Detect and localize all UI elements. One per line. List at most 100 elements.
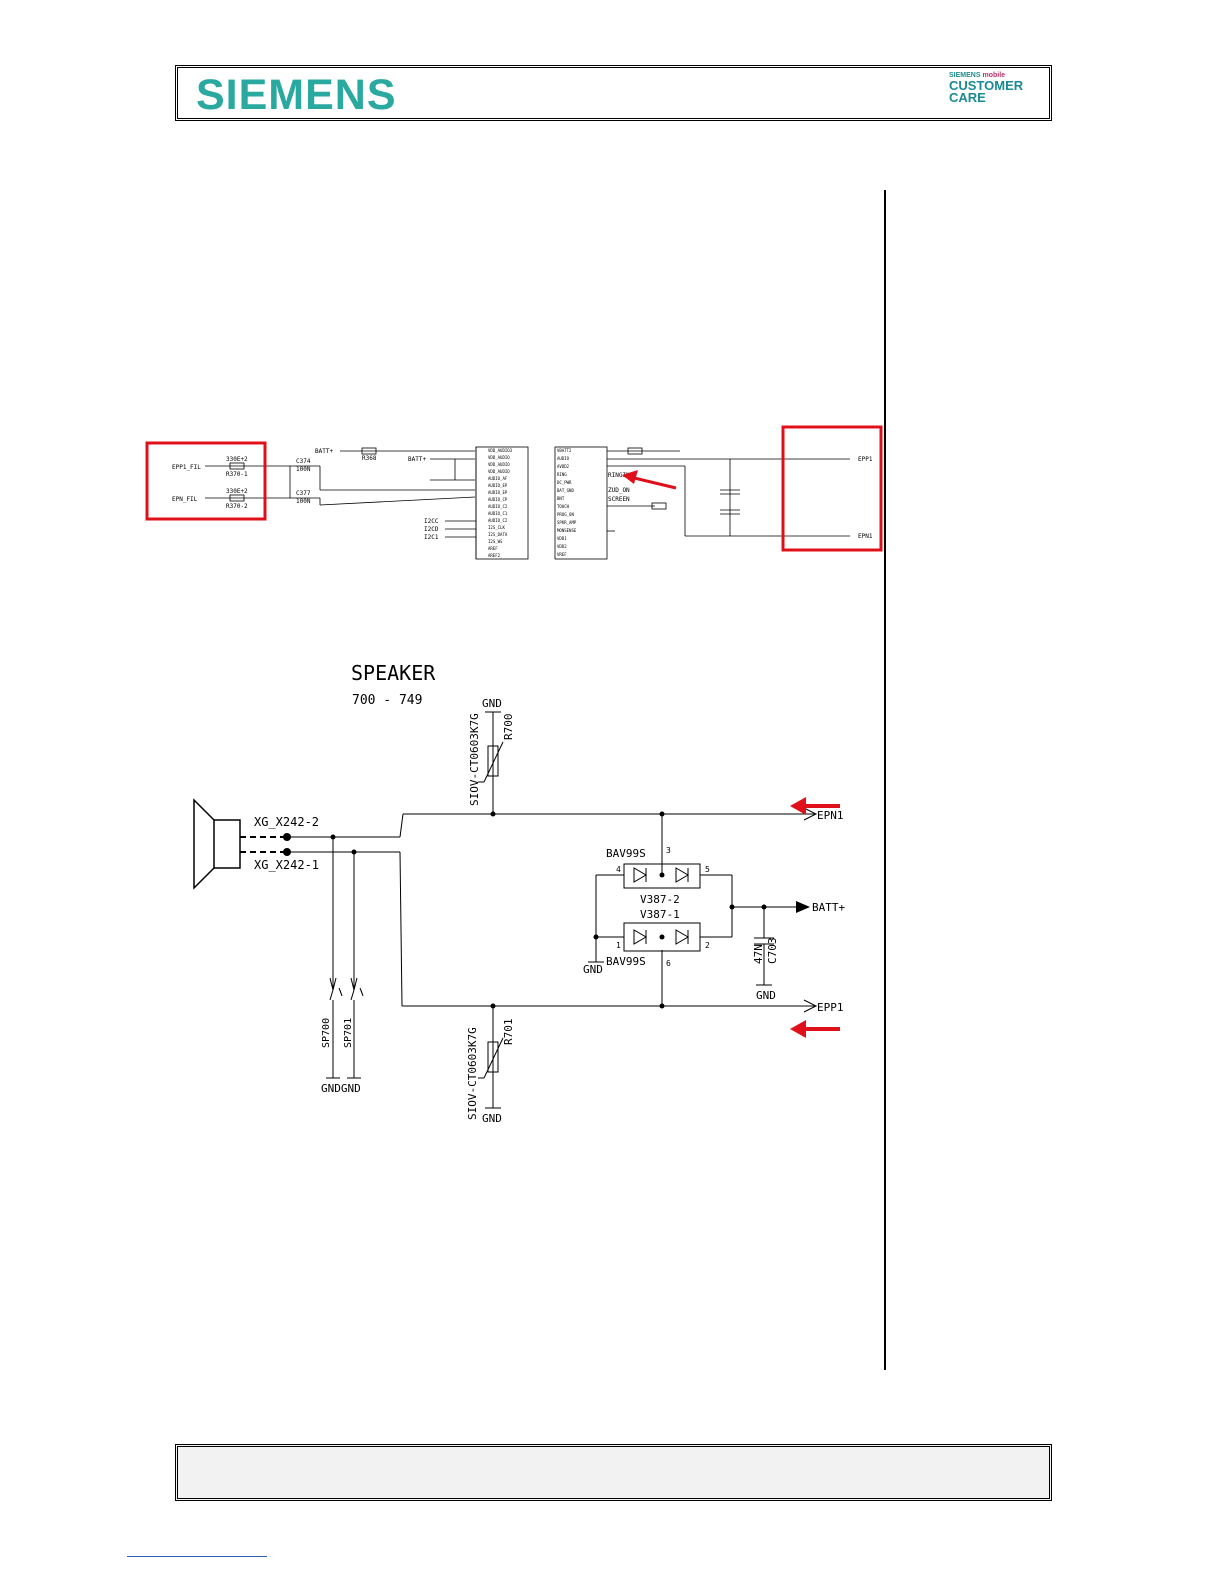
- ic-left-pin: AUDIO_C2: [488, 518, 508, 523]
- ic-left-pin: AUDIO_C1: [488, 511, 508, 516]
- ic-left-pin: AUDIO_EP: [488, 483, 508, 488]
- ic-right-pin: PROG_ON: [557, 512, 574, 517]
- label-pin3: 3: [666, 846, 671, 855]
- ic-right-pin: SPKR_AMP: [557, 520, 577, 525]
- ic-left-pin: I2S_CLK: [488, 525, 505, 530]
- label-c703-val: 47N: [752, 944, 765, 964]
- ic-right-pin: BAT_GND: [557, 488, 574, 493]
- page-right-rule: [884, 190, 886, 1370]
- label-r701: R701: [502, 1019, 515, 1046]
- highlight-box-inputs: [145, 441, 267, 521]
- speaker-labels: XG_X242-2 XG_X242-1 GND R700 SIOV-CT0603…: [254, 697, 845, 1125]
- label-c703-gnd: GND: [756, 989, 776, 1002]
- ic-left-pin: AREF2: [488, 553, 501, 558]
- label-epp1: EPP1: [817, 1001, 844, 1014]
- label-i2c1: I2C1: [424, 534, 439, 541]
- top-schematic: [205, 446, 850, 560]
- ic-right-pin: MONSENSE: [557, 528, 577, 533]
- label-pin5: 5: [705, 865, 710, 874]
- speaker-title: SPEAKER 700 - 749: [351, 661, 436, 708]
- label-epn-fil: EPN_FIL: [172, 496, 198, 503]
- highlight-arrow-ringin: [622, 470, 677, 490]
- label-pin1: 1: [616, 941, 621, 950]
- siemens-logo: SIEMENS: [196, 71, 397, 119]
- label-batt-2: BATT+: [408, 456, 426, 463]
- label-screen: SCREEN: [608, 496, 630, 503]
- page-footer: [175, 1444, 1052, 1501]
- ic-pin-labels: VDD_AUDIO3 VDD_AUDIO VDD_AUDIO VDD_AUDIO…: [488, 448, 577, 558]
- ic-right-pin: RING: [557, 472, 567, 477]
- ic-right-pin: VDD2: [557, 544, 567, 549]
- label-c374: C374: [296, 458, 311, 465]
- label-diode-gnd: GND: [583, 963, 603, 976]
- label-i2cd: I2CD: [424, 526, 439, 533]
- label-c374-val: 100N: [296, 466, 311, 473]
- diode-symbols: [633, 867, 689, 945]
- label-epp1-out: EPP1: [858, 456, 873, 463]
- label-batt: BATT+: [812, 901, 845, 914]
- cc-line2: CARE: [949, 90, 986, 105]
- label-r370-2-val: 330E+2: [226, 488, 248, 495]
- junction-dots: [283, 811, 767, 1009]
- highlight-box-outputs: [781, 425, 883, 552]
- label-pin6: 6: [666, 959, 671, 968]
- label-ringin: RINGIN: [608, 472, 630, 479]
- cc-line1: CUSTOMER: [949, 78, 1024, 93]
- net-arrows: [803, 807, 818, 1013]
- label-bav99s-bottom: BAV99S: [606, 955, 646, 968]
- label-batt-1: BATT+: [315, 448, 333, 455]
- ic-right-pin: AUDIO: [557, 456, 570, 461]
- label-x242-1: XG_X242-1: [254, 858, 319, 872]
- ic-left-pin: AREF: [488, 546, 498, 551]
- spark-gap-icons: [329, 977, 364, 1001]
- batt-arrow-icon: [796, 901, 810, 913]
- speaker-range: 700 - 749: [352, 693, 422, 708]
- label-r701-part: SIOV-CT0603K7G: [466, 1027, 479, 1120]
- highlight-arrow-epn1: [790, 797, 840, 815]
- ic-right-pin: AVDD2: [557, 464, 570, 469]
- label-r700-gnd: GND: [482, 697, 502, 710]
- ic-right-pin: TOUCH: [557, 504, 570, 509]
- ic-right-pin: DC_PWR: [557, 480, 572, 485]
- label-r370-2: R370-2: [226, 503, 248, 510]
- label-epn1: EPN1: [817, 809, 844, 822]
- label-bav99s-top: BAV99S: [606, 847, 646, 860]
- ic-left-pin: I2S_DATA: [488, 532, 508, 537]
- label-i2cc: I2CC: [424, 518, 439, 525]
- label-epp1-fil: EPP1_FIL: [172, 464, 201, 471]
- ic-left-pin: I2S_WS: [488, 539, 503, 544]
- ic-left-pin: VDD_AUDIO: [488, 469, 510, 474]
- label-epn1-out: EPN1: [858, 533, 873, 540]
- label-sp701: SP701: [343, 1018, 354, 1048]
- label-v387-1: V387-1: [640, 908, 680, 921]
- label-x242-2: XG_X242-2: [254, 815, 319, 829]
- ic-right-pin: BNT: [557, 496, 565, 501]
- ic-right-pin: VBATT2: [557, 448, 572, 453]
- ic-left-pin: VDD_AUDIO3: [488, 448, 513, 453]
- speaker-icon: [193, 798, 241, 890]
- ic-left-pin: AUDIO_C2: [488, 504, 508, 509]
- label-r700: R700: [502, 714, 515, 741]
- label-v387-2: V387-2: [640, 893, 680, 906]
- highlight-arrow-epp1: [790, 1020, 840, 1038]
- label-c377-val: 100N: [296, 498, 311, 505]
- label-r368: R368: [362, 455, 377, 462]
- ic-left-pin: AUDIO_CP: [488, 497, 508, 502]
- top-schematic-labels: EPP1_FIL EPN_FIL 330E+2 R370-1 330E+2 R3…: [172, 448, 873, 541]
- page-header: SIEMENS SIEMENS mobile CUSTOMER CARE: [175, 65, 1052, 121]
- label-sp700: SP700: [321, 1018, 332, 1048]
- cc-mobile: mobile: [982, 72, 1006, 79]
- label-pin2: 2: [705, 941, 710, 950]
- label-r701-gnd: GND: [482, 1112, 502, 1125]
- label-r700-part: SIOV-CT0603K7G: [468, 713, 481, 806]
- label-zud-on: ZUD_ON: [608, 487, 630, 494]
- footnote-rule: [127, 1556, 267, 1557]
- label-pin4: 4: [616, 865, 621, 874]
- ic-left-pin: AUDIO_AF: [488, 476, 508, 481]
- label-r370-1-val: 330E+2: [226, 456, 248, 463]
- customer-care-logo: SIEMENS mobile CUSTOMER CARE: [949, 72, 1033, 116]
- ic-left-pin: VDD_AUDIO: [488, 462, 510, 467]
- ic-right-pin: VREF: [557, 552, 567, 557]
- label-spark-gnd: GNDGND: [321, 1082, 361, 1095]
